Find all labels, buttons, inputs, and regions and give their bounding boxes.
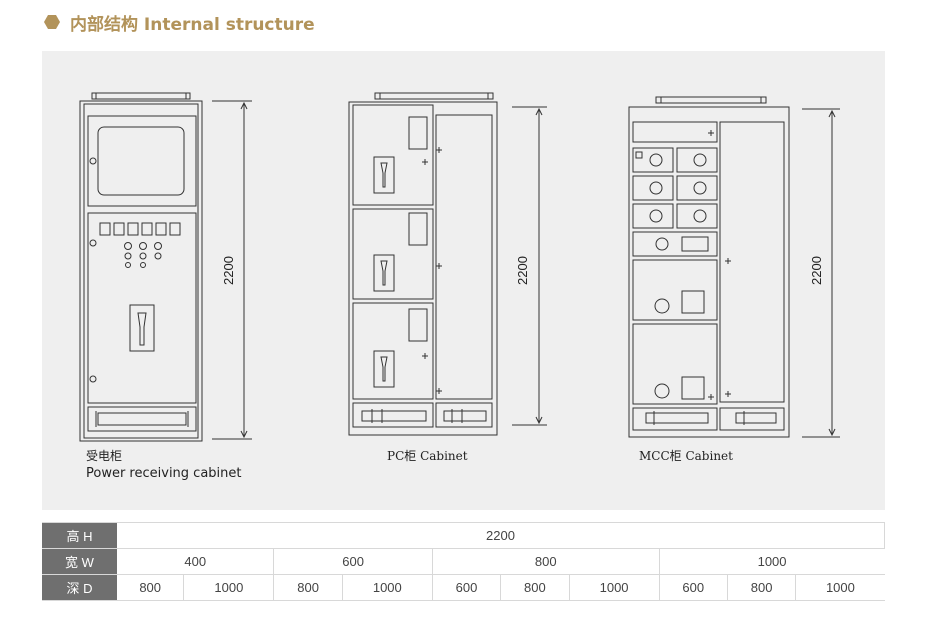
pc-cabinet-drawing [348, 92, 547, 436]
cabinet3-height-label: 2200 [808, 256, 824, 285]
depth-value: 1000 [183, 574, 275, 601]
cabinet-drawings [79, 92, 840, 442]
hexagon-icon [44, 15, 60, 29]
width-header: 宽 W [42, 548, 117, 575]
depth-value: 800 [727, 574, 797, 601]
depth-header: 深 D [42, 574, 117, 601]
table-row: 深 D 800 1000 800 1000 600 800 1000 600 8… [42, 574, 885, 601]
depth-value: 800 [273, 574, 343, 601]
section-title: 内部结构 Internal structure [70, 14, 315, 35]
width-value: 400 [117, 548, 275, 575]
cabinet2-height-label: 2200 [514, 256, 530, 285]
cabinet3-name: MCC柜 Cabinet [639, 449, 733, 463]
depth-value: 1000 [342, 574, 433, 601]
width-value: 800 [432, 548, 660, 575]
power-receiving-cabinet-drawing [79, 92, 252, 442]
table-row: 高 H 2200 [42, 522, 885, 549]
spec-table: 高 H 2200 宽 W 400 600 800 1000 深 D 800 10… [42, 522, 885, 601]
depth-value: 800 [500, 574, 570, 601]
depth-value: 1000 [569, 574, 660, 601]
cabinet1-name-en: Power receiving cabinet [86, 466, 242, 481]
table-row: 宽 W 400 600 800 1000 [42, 548, 885, 575]
depth-value: 1000 [795, 574, 885, 601]
depth-value: 600 [432, 574, 502, 601]
width-value: 600 [273, 548, 433, 575]
depth-value: 800 [117, 574, 185, 601]
section-header: 内部结构 Internal structure [44, 10, 315, 35]
depth-value: 600 [659, 574, 728, 601]
cabinet1-name-zh: 受电柜 [86, 449, 123, 463]
height-header: 高 H [42, 522, 117, 549]
diagram-panel: 2200 2200 2200 受电柜 Power receiving cabin… [42, 51, 885, 510]
cabinet1-height-label: 2200 [220, 256, 236, 285]
mcc-cabinet-drawing [628, 96, 840, 438]
cabinet2-name: PC柜 Cabinet [387, 449, 468, 463]
height-value: 2200 [117, 522, 885, 549]
width-value: 1000 [659, 548, 885, 575]
